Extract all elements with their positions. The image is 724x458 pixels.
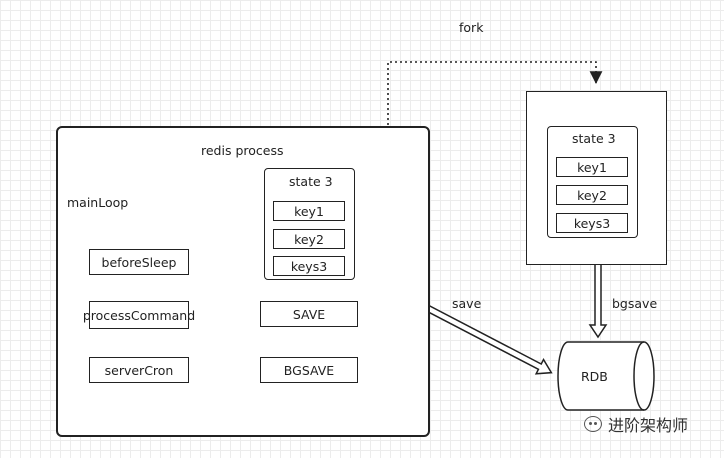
child-key-2: key2 (556, 185, 628, 205)
redis-process-title: redis process (201, 143, 284, 158)
child-key-3: keys3 (556, 213, 628, 233)
redis-process-box (56, 126, 430, 437)
before-sleep-node: beforeSleep (89, 249, 189, 275)
bgsave-edge-label: bgsave (612, 296, 658, 311)
fork-label: fork (459, 20, 484, 35)
parent-state-title: state 3 (289, 174, 333, 189)
rdb-label: RDB (581, 369, 608, 384)
watermark: 进阶架构师 (584, 412, 688, 436)
parent-key-3: keys3 (273, 256, 345, 276)
main-loop-label: mainLoop (67, 195, 129, 210)
child-key-1: key1 (556, 157, 628, 177)
process-command-node: processCommand (83, 301, 195, 329)
parent-key-2: key2 (273, 229, 345, 249)
save-command-node: SAVE (260, 301, 358, 327)
server-cron-node: serverCron (89, 357, 189, 383)
bgsave-hollow-arrow (588, 262, 608, 339)
save-edge-label: save (452, 296, 482, 311)
child-state-title: state 3 (572, 131, 616, 146)
watermark-text: 进阶架构师 (608, 416, 689, 435)
rdb-cylinder (557, 341, 655, 411)
bgsave-command-node: BGSAVE (260, 357, 358, 383)
parent-key-1: key1 (273, 201, 345, 221)
wechat-icon (584, 416, 602, 432)
